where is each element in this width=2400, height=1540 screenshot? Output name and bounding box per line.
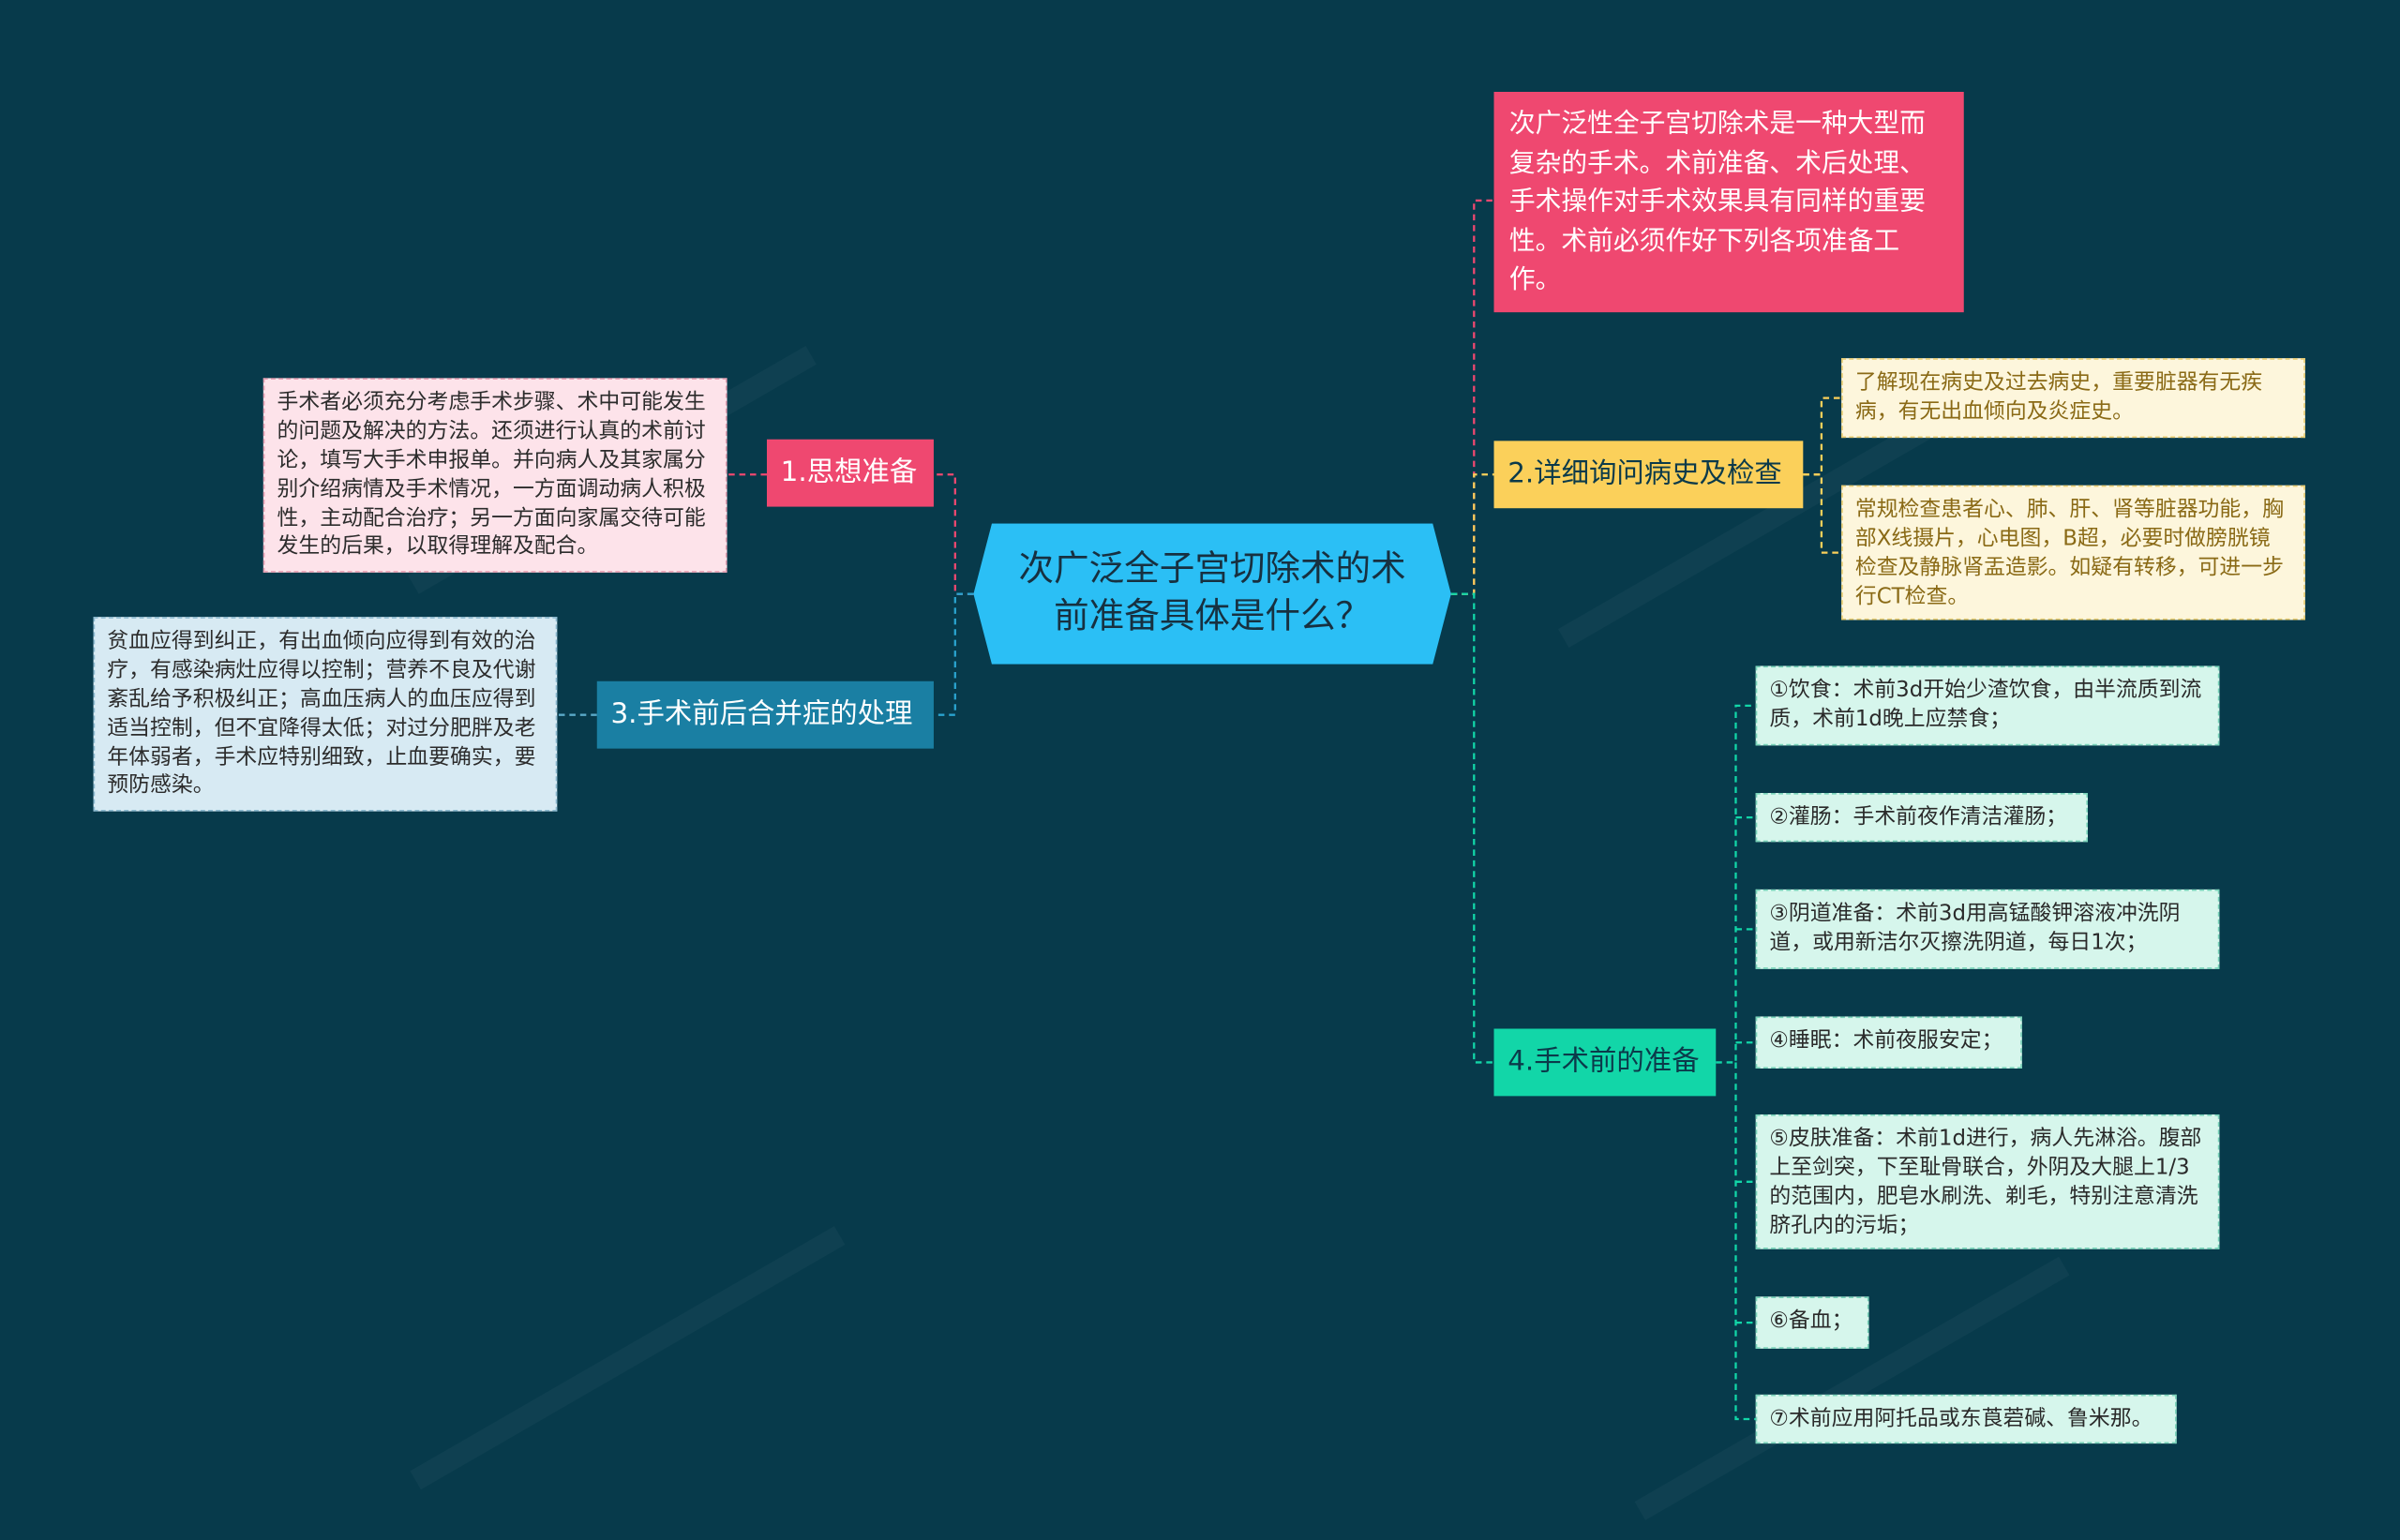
- intro-node[interactable]: 次广泛性全子宫切除术是一种大型而复杂的手术。术前准备、术后处理、手术操作对手术效…: [1493, 91, 1964, 313]
- central-topic[interactable]: 次广泛全子宫切除术的术前准备具体是什么？: [973, 523, 1451, 665]
- central-topic-text: 次广泛全子宫切除术的术前准备具体是什么？: [1018, 549, 1406, 637]
- leaf-mental-preparation[interactable]: 手术者必须充分考虑手术步骤、术中可能发生的问题及解决的方法。还须进行认真的术前讨…: [262, 378, 728, 573]
- leaf-diet[interactable]: ①饮食：术前3d开始少渣饮食，由半流质到流质，术前1d晚上应禁食；: [1755, 665, 2220, 746]
- leaf-enema[interactable]: ②灌肠：手术前夜作清洁灌肠；: [1755, 792, 2089, 843]
- link-branch2-leaf2: [1803, 473, 1842, 554]
- link-center-branch2: [1450, 473, 1494, 595]
- link-branch4-leaf1: [1716, 704, 1756, 1064]
- leaf-vaginal-prep[interactable]: ③阴道准备：术前3d用高锰酸钾溶液冲洗阴道，或用新洁尔灭擦洗阴道，每日1次；: [1755, 889, 2220, 969]
- leaf-blood-prep[interactable]: ⑥备血；: [1755, 1296, 1869, 1349]
- link-center-branch4: [1450, 592, 1494, 1064]
- leaf-history[interactable]: 了解现在病史及过去病史，重要脏器有无疾病，有无出血倾向及炎症史。: [1841, 358, 2305, 439]
- link-center-branch3: [933, 592, 974, 716]
- link-branch4-leaf7: [1734, 1062, 1756, 1421]
- branch-mental-preparation[interactable]: 1.思想准备: [766, 439, 934, 507]
- branch-complication-handling[interactable]: 3.手术前后合并症的处理: [596, 680, 934, 749]
- link-branch2-leaf1: [1803, 396, 1842, 476]
- leaf-complication-handling[interactable]: 贫血应得到纠正，有出血倾向应得到有效的治疗，有感染病灶应得以控制；营养不良及代谢…: [93, 617, 558, 812]
- link-center-intro: [1450, 199, 1494, 595]
- leaf-sleep[interactable]: ④睡眠：术前夜服安定；: [1755, 1016, 2022, 1069]
- branch-preoperative-prep[interactable]: 4.手术前的准备: [1493, 1028, 1717, 1097]
- leaf-exam[interactable]: 常规检查患者心、肺、肝、肾等脏器功能，胸部X线摄片，心电图，B超，必要时做膀胱镜…: [1841, 485, 2305, 620]
- link-center-branch1: [933, 473, 974, 595]
- branch-history-exam[interactable]: 2.详细询问病史及检查: [1493, 441, 1804, 509]
- leaf-premedication[interactable]: ⑦术前应用阿托品或东莨菪碱、鲁米那。: [1755, 1394, 2177, 1444]
- leaf-skin-prep[interactable]: ⑤皮肤准备：术前1d进行，病人先淋浴。腹部上至剑突，下至耻骨联合，外阴及大腿上1…: [1755, 1114, 2220, 1249]
